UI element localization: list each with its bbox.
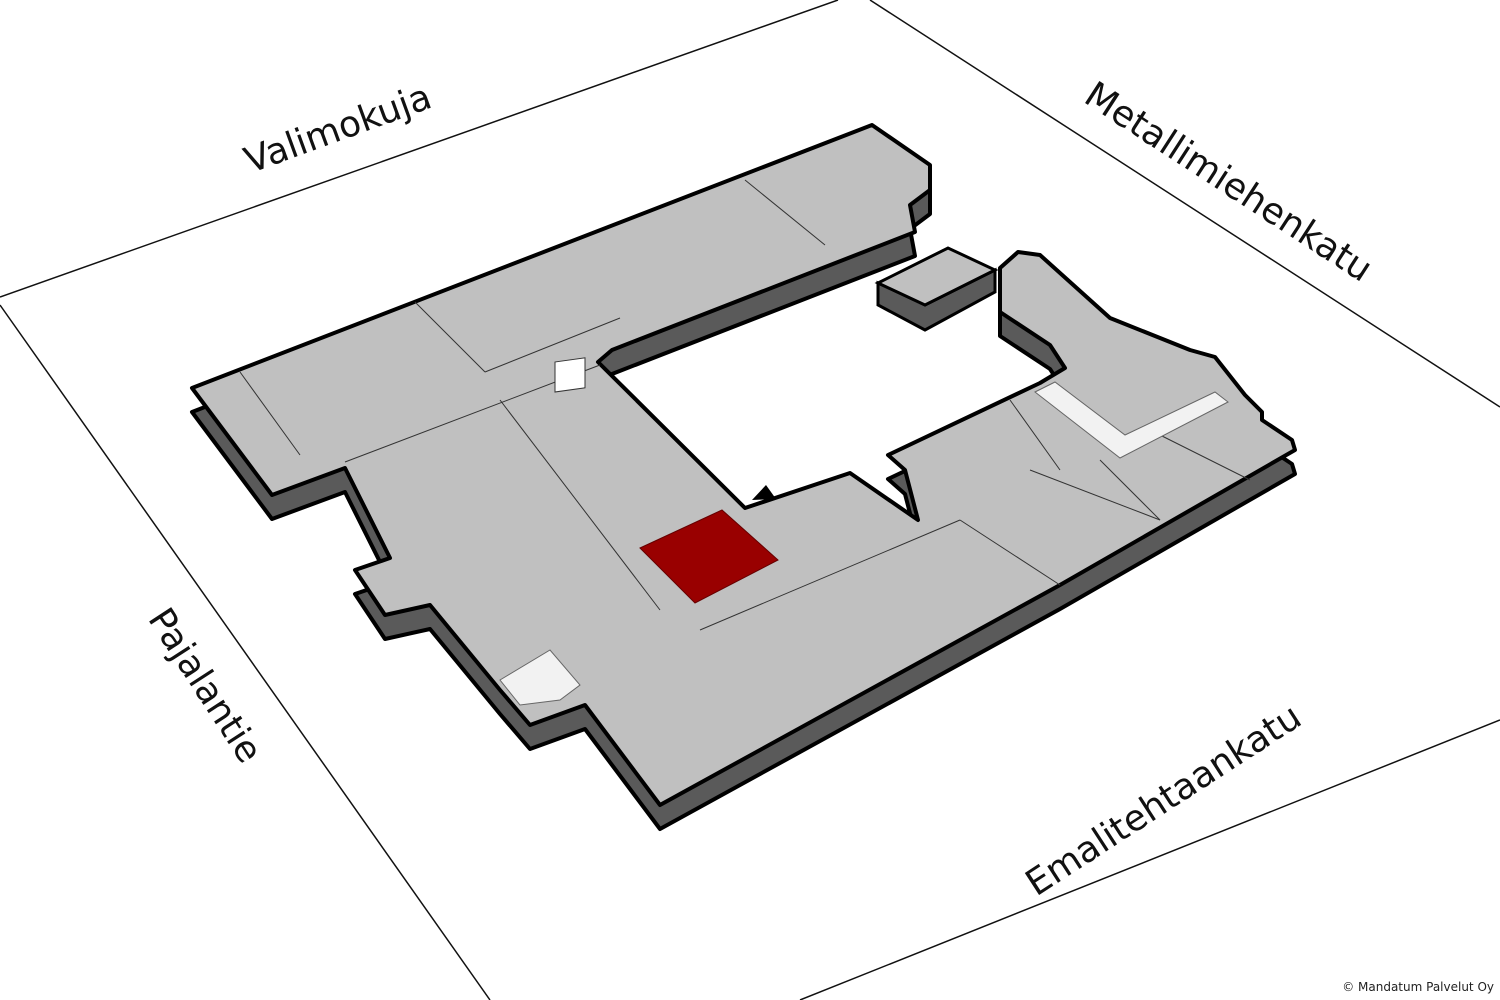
street-label-east: Metallimiehenkatu [1077, 74, 1379, 290]
triangle-marker-icon [752, 485, 776, 500]
interior-walls [239, 179, 1251, 631]
building [190, 123, 1297, 831]
corridor-passage [1034, 381, 1229, 459]
stair-icon [554, 357, 586, 393]
copyright-text: © Mandatum Palvelut Oy [1342, 980, 1494, 994]
highlighted-room[interactable] [639, 509, 779, 604]
street-label-west: Pajalantie [140, 601, 270, 770]
stair-area [499, 649, 581, 706]
street-label-south: Emalitehtaankatu [1019, 696, 1309, 904]
annex-block-top [874, 246, 999, 307]
street-label-north: Valimokuja [239, 76, 437, 181]
building-floor [190, 123, 1297, 807]
